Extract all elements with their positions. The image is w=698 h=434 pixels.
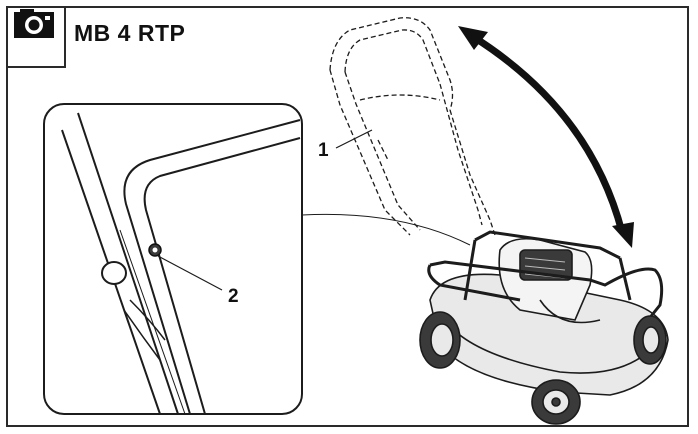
camera-icon xyxy=(14,9,54,38)
callout-2: 2 xyxy=(228,286,239,307)
model-title: MB 4 RTP xyxy=(74,20,186,46)
raised-handle-dashed xyxy=(329,17,496,236)
header: MB 4 RTP xyxy=(8,8,687,68)
rotation-arrow xyxy=(458,26,634,248)
callout-1: 1 xyxy=(318,140,329,161)
lawn-mower xyxy=(419,230,669,425)
callout-2-leader xyxy=(157,255,223,291)
connection-leader xyxy=(301,213,471,246)
detail-inset xyxy=(43,103,303,415)
camera-icon-box xyxy=(8,8,66,68)
